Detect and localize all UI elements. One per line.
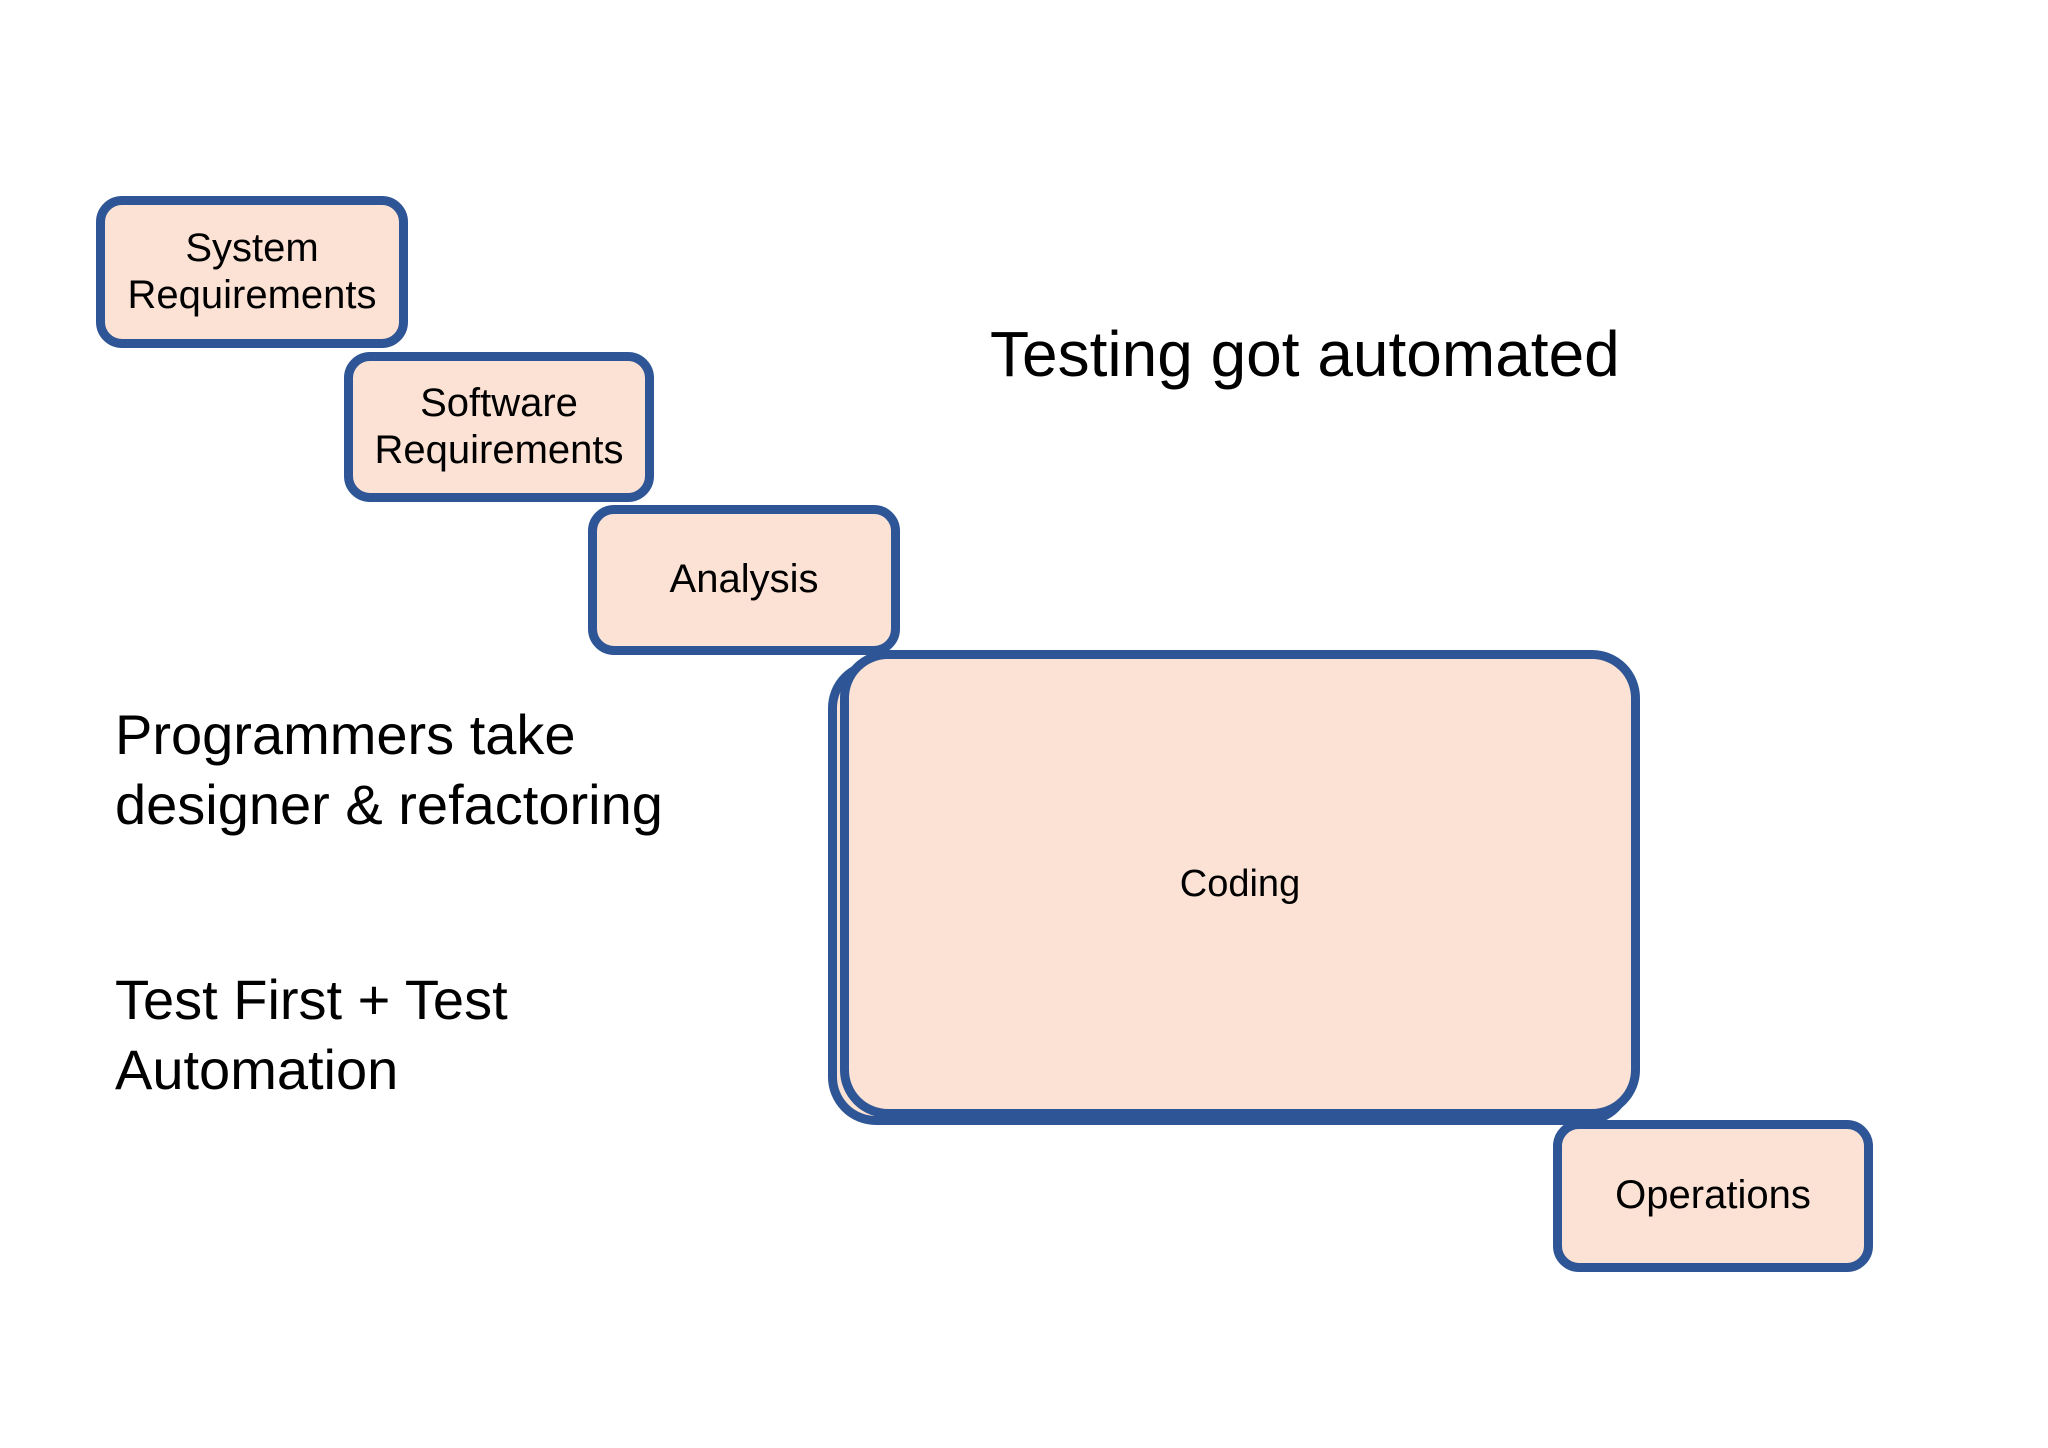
stage-box-analysis[interactable]: Analysis: [588, 505, 900, 655]
annotation-testing-automated: Testing got automated: [990, 318, 1620, 390]
stage-label-analysis: Analysis: [669, 557, 819, 602]
annotation-programmers-take-designer-refactoring: Programmers take designer & refactoring: [115, 703, 663, 836]
stage-box-system-requirements[interactable]: System Requirements: [96, 196, 408, 348]
stage-box-software-requirements[interactable]: Software Requirements: [344, 352, 654, 502]
stage-label-system-requirements: System Requirements: [127, 225, 377, 317]
stage-box-operations[interactable]: Operations: [1553, 1120, 1873, 1272]
annotation-test-first-test-automation: Test First + Test Automation: [115, 968, 508, 1101]
stage-box-coding[interactable]: Coding: [840, 650, 1640, 1118]
stage-label-software-requirements: Software Requirements: [374, 380, 624, 472]
stage-label-coding: Coding: [1179, 862, 1301, 905]
stage-label-operations: Operations: [1615, 1173, 1811, 1218]
